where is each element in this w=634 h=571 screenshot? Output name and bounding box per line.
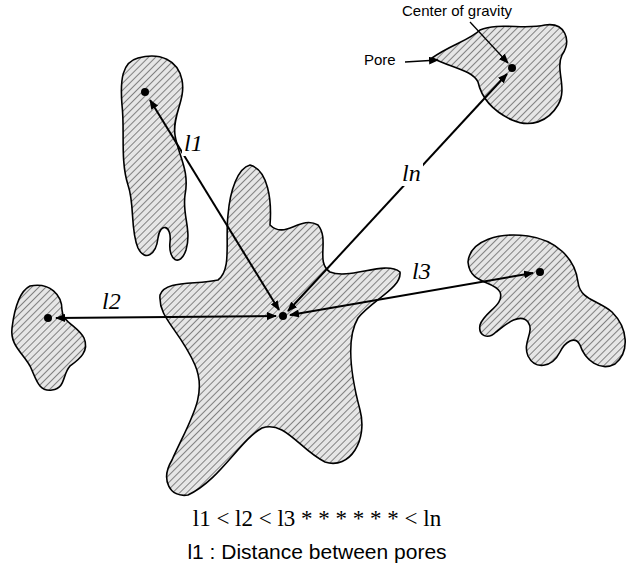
pore-upper-left [121, 56, 188, 260]
leader-lines [405, 22, 508, 63]
distance-symbol: ln [400, 160, 423, 186]
distance-symbol: l3 [410, 258, 433, 284]
definition-note: l1 : Distance between pores [187, 540, 446, 563]
inequality-note: l1 < l2 < l3 * * * * * * < ln [193, 506, 441, 531]
distance-symbol: l2 [100, 288, 123, 314]
distance-lines [56, 74, 533, 318]
pore-right [468, 235, 625, 367]
callout-label: Pore [362, 52, 398, 69]
pore-upper-right [432, 25, 567, 124]
distance-symbol: l1 [182, 130, 205, 156]
pore-left [12, 285, 86, 390]
pore-central [160, 165, 400, 495]
callout-label: Center of gravity [400, 3, 514, 20]
